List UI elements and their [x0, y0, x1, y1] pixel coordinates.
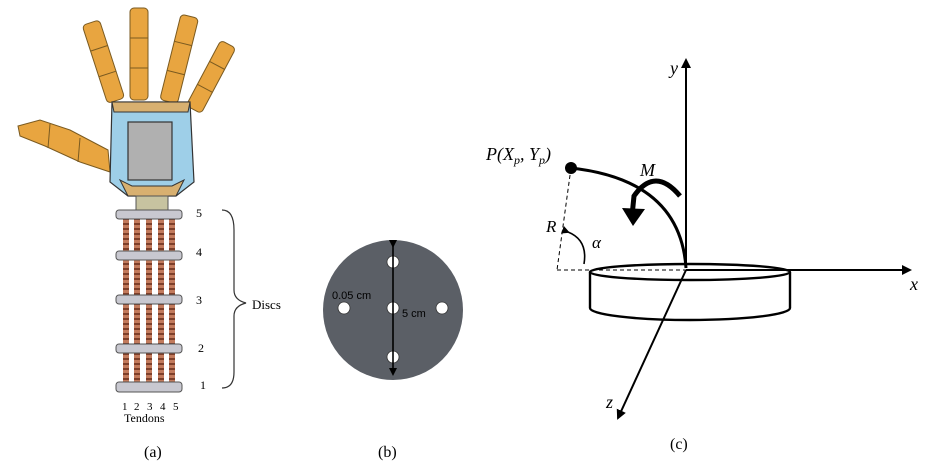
- disc-number: 1: [200, 378, 206, 392]
- panel-b-disc: [323, 240, 463, 380]
- finger-middle: [129, 7, 149, 101]
- finger-ring: [160, 14, 199, 104]
- hole: [337, 301, 351, 315]
- moment-label: M: [639, 160, 656, 180]
- diameter-label: 5 cm: [402, 308, 426, 320]
- finger-little: [187, 41, 235, 113]
- point-label: P(Xp, Yp): [485, 144, 551, 167]
- disc-number: 3: [196, 293, 202, 307]
- tendon-number: 2: [134, 401, 140, 413]
- caption-a: (a): [144, 444, 162, 461]
- disc-number: 5: [196, 206, 202, 220]
- discs: [115, 209, 183, 393]
- disc-number: 4: [196, 245, 202, 259]
- moment-arrowhead: [622, 208, 645, 226]
- radius-guide-line: [556, 167, 572, 271]
- panel-c-diagram: [556, 58, 912, 420]
- tendon-number: 3: [147, 401, 153, 413]
- panel-a-hand-illustration: [17, 7, 247, 393]
- base-cylinder: [588, 262, 792, 322]
- tendon-number-labels: 1 2 3 4 5: [122, 401, 179, 413]
- finger-index: [82, 20, 125, 103]
- x-axis-label: x: [909, 274, 918, 294]
- z-axis: [616, 269, 687, 420]
- tendon-number: 1: [122, 401, 128, 413]
- thumb: [17, 119, 111, 173]
- fingers: [17, 7, 235, 173]
- radius-label: R: [545, 217, 557, 236]
- caption-c: (c): [670, 436, 688, 453]
- hole-size-label: 0.05 cm: [332, 290, 371, 302]
- discs-label: Discs: [252, 297, 281, 312]
- tendon-number: 4: [160, 401, 166, 413]
- hole: [435, 301, 449, 315]
- discs-brace: [221, 209, 247, 389]
- caption-b: (b): [378, 444, 397, 461]
- y-axis-label: y: [668, 58, 678, 78]
- disc-number: 2: [198, 341, 204, 355]
- tendons-label: Tendons: [124, 411, 165, 425]
- point-p-marker: [565, 162, 577, 174]
- alpha-label: α: [592, 233, 602, 252]
- z-axis-label: z: [605, 392, 613, 412]
- disc-number-labels: 1 2 3 4 5: [196, 206, 206, 392]
- disc-stack: [115, 209, 183, 393]
- alpha-arc: [560, 226, 586, 265]
- palm: [109, 101, 195, 211]
- tendon-number: 5: [173, 401, 179, 413]
- bending-curve: [570, 166, 688, 269]
- moment-arrow: [629, 178, 682, 217]
